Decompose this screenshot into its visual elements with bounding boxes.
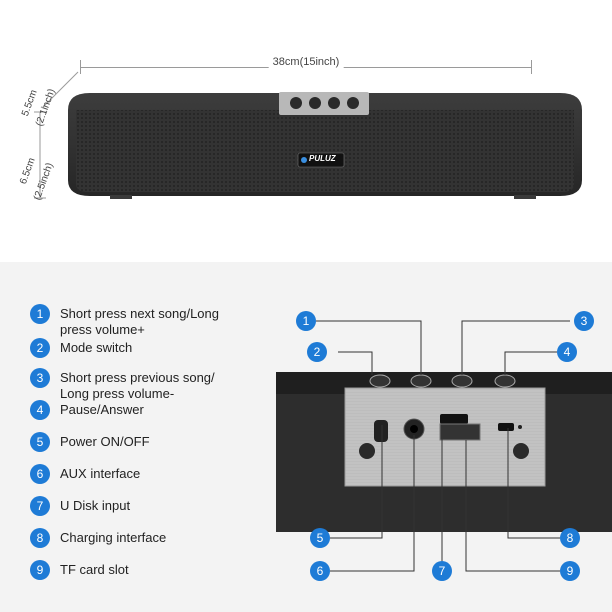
speaker-illustration [34,71,582,199]
number-badge: 6 [30,464,50,484]
legend-label: Power ON/OFF [60,434,150,449]
legend-item-4: 4 Pause/Answer [30,400,270,420]
legend-item-3: 3 Short press previous song/ Long press … [30,368,270,402]
brand-text: PULUZ [309,154,336,163]
number-badge: 3 [30,368,50,388]
callout-8: 8 [560,528,580,548]
legend-item-2: 2 Mode switch [30,338,270,358]
brand-logo [297,152,345,168]
callout-4: 4 [557,342,577,362]
legend-item-6: 6 AUX interface [30,464,270,484]
top-control-panel [279,92,369,115]
legend-label: Short press previous song/ Long press vo… [60,370,215,401]
product-photo-area: 38cm(15inch) PULUZ 5 [0,0,612,262]
button-4[interactable] [347,97,359,109]
legend-label: Short press next song/Long press volume+ [60,306,219,337]
callout-7: 7 [432,561,452,581]
legend-item-5: 5 Power ON/OFF [30,432,270,452]
width-dimension: 38cm(15inch) [80,56,532,74]
legend-label: TF card slot [60,562,129,577]
number-badge: 8 [30,528,50,548]
legend-item-7: 7 U Disk input [30,496,270,516]
callout-5: 5 [310,528,330,548]
legend-label: Charging interface [60,530,167,545]
number-badge: 2 [30,338,50,358]
number-badge: 5 [30,432,50,452]
button-2[interactable] [309,97,321,109]
callout-9: 9 [560,561,580,581]
number-badge: 4 [30,400,50,420]
callout-6: 6 [310,561,330,581]
legend-item-9: 9 TF card slot [30,560,270,580]
callout-3: 3 [574,311,594,331]
legend-item-1: 1 Short press next song/Long press volum… [30,304,270,338]
legend-label: U Disk input [60,498,131,513]
width-label: 38cm(15inch) [268,56,344,68]
legend-label: Pause/Answer [60,402,144,417]
legend-label: AUX interface [60,466,141,481]
callout-1: 1 [296,311,316,331]
legend-label: Mode switch [60,340,133,355]
callout-2: 2 [307,342,327,362]
number-badge: 7 [30,496,50,516]
legend-item-8: 8 Charging interface [30,528,270,548]
number-badge: 9 [30,560,50,580]
button-3[interactable] [328,97,340,109]
number-badge: 1 [30,304,50,324]
button-1[interactable] [290,97,302,109]
